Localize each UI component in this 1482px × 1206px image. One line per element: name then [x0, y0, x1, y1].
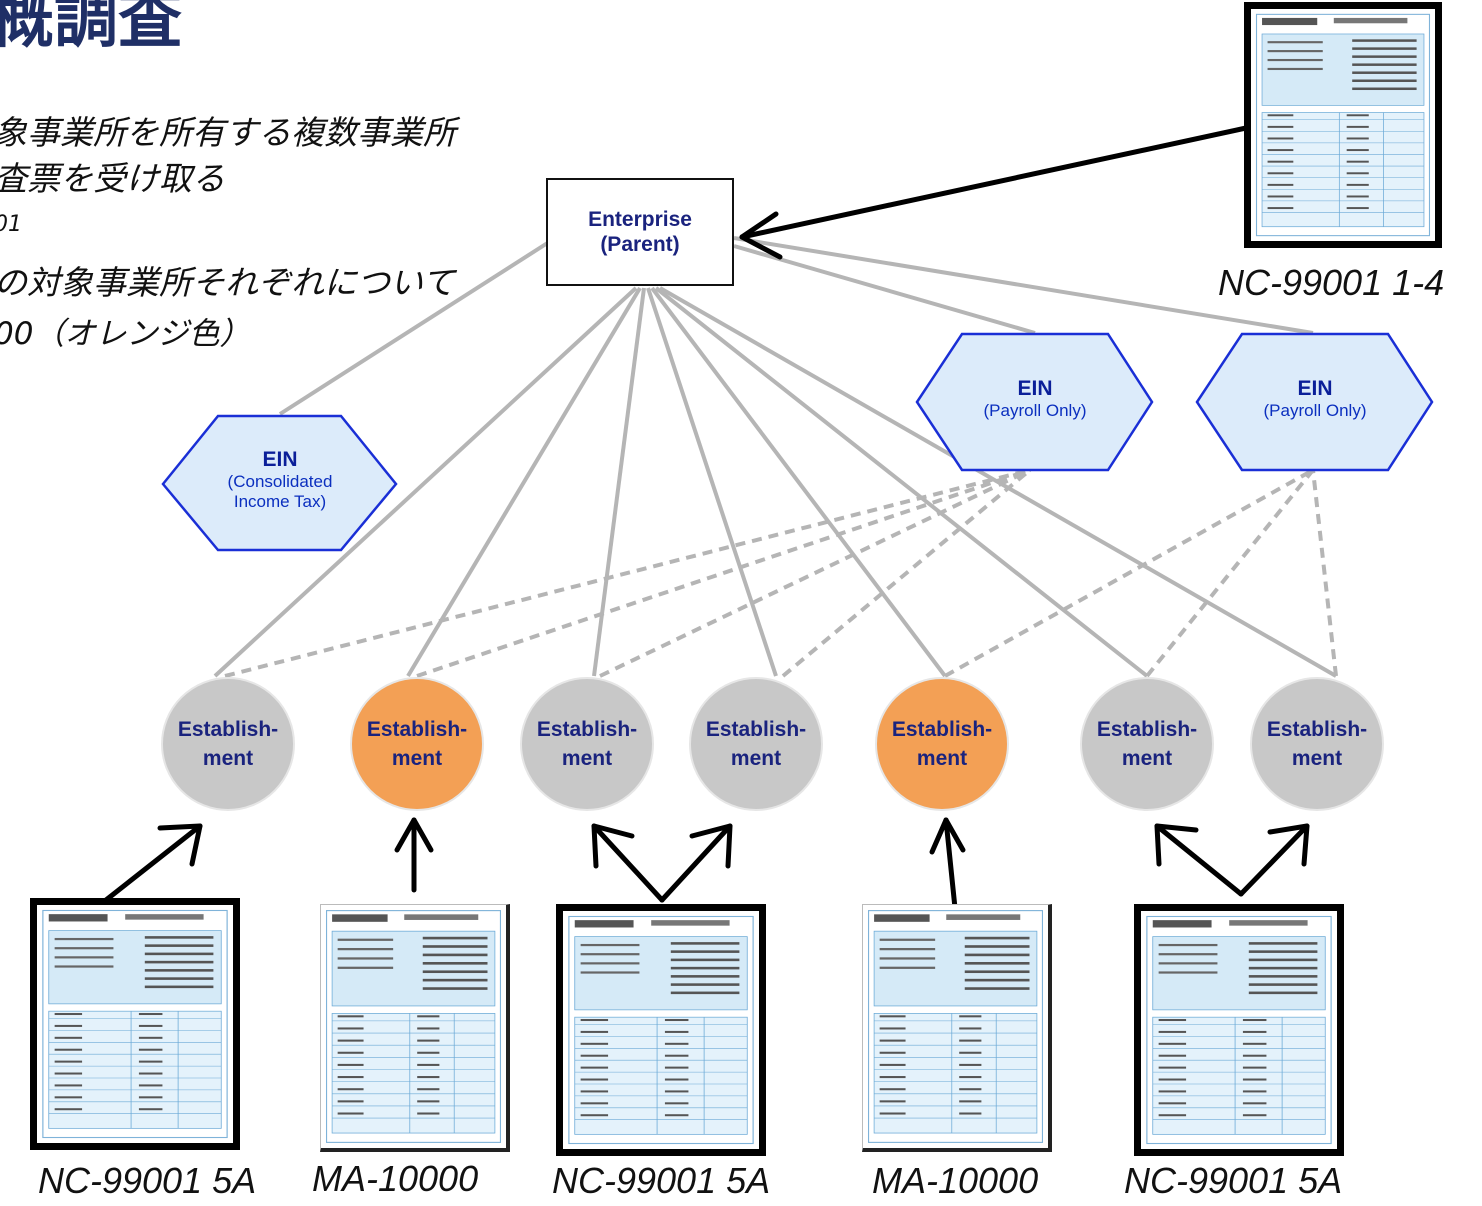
establishment-label: Establish-: [1266, 717, 1368, 741]
form-caption-5: NC-99001 5A: [1124, 1160, 1343, 1201]
connector-line: [278, 233, 562, 416]
note-line-3: 01: [0, 212, 22, 237]
arrowhead: [689, 823, 733, 869]
ein-label-consolidated: EIN (Consolidated Income Tax): [200, 448, 360, 513]
establishment-node-2: Establish- ment: [350, 677, 484, 811]
dashed-connector: [1311, 469, 1338, 677]
ein-dashed-connectors: [224, 468, 1338, 678]
establishment-label: Establish-: [366, 717, 468, 741]
establishment-node-7: Establish- ment: [1250, 677, 1384, 811]
arrowhead: [1154, 823, 1199, 867]
connector-line: [646, 287, 778, 677]
form-thumbnail-3: [556, 904, 766, 1156]
establishment-node-4: Establish- ment: [689, 677, 823, 811]
dashed-connector: [599, 468, 1031, 678]
form-thumbnail-4: [862, 904, 1052, 1152]
arrowhead: [739, 211, 783, 260]
ein-hexagon-consolidated: [161, 414, 398, 552]
dashed-connector: [1145, 468, 1315, 678]
establishment-label: Establish-: [177, 717, 279, 741]
form-image: [1146, 915, 1332, 1145]
note-line-5: 00（オレンジ色）: [0, 316, 251, 352]
ein-label-payroll-2: EIN (Payroll Only): [1235, 377, 1395, 421]
establishment-label: Establish-: [891, 717, 993, 741]
ein-title: EIN: [1297, 377, 1333, 400]
establishment-node-1: Establish- ment: [161, 677, 295, 811]
note-line-2: 査票を受け取る: [0, 159, 225, 198]
ein-subtitle: (Payroll Only): [1263, 401, 1367, 420]
form-image: [568, 915, 754, 1145]
connector-line: [654, 286, 1149, 678]
form-caption-top: NC-99001 1-4: [1218, 262, 1445, 303]
form-caption-2: MA-10000: [312, 1158, 479, 1199]
arrowhead: [394, 817, 434, 853]
ein-subtitle: (Consolidated: [227, 472, 333, 491]
note-line-1: 象事業所を所有する複数事業所: [0, 113, 456, 152]
form-image: [867, 910, 1044, 1143]
ein-hexagons: [161, 332, 1434, 552]
arrow-form1: [103, 823, 203, 903]
arrow-form5-left: [1154, 823, 1244, 897]
form-caption-3: NC-99001 5A: [552, 1160, 771, 1201]
form-thumbnail-2: [320, 904, 510, 1152]
enterprise-sublabel: (Parent): [600, 233, 680, 256]
ein-title: EIN: [262, 448, 298, 471]
connector-line: [733, 236, 1314, 335]
dashed-connector: [224, 468, 1031, 678]
arrowhead: [929, 817, 966, 855]
establishment-label: ment: [1291, 747, 1343, 770]
ein-title: EIN: [1017, 377, 1053, 400]
establishment-label: ment: [561, 747, 613, 770]
establishment-node-6: Establish- ment: [1080, 677, 1214, 811]
ein-hexagon-payroll-2: [1195, 332, 1434, 472]
form-arrows: [103, 125, 1310, 911]
establishment-node-3: Establish- ment: [520, 677, 654, 811]
ein-subtitle: (Payroll Only): [983, 401, 1087, 420]
ein-label-payroll-1: EIN (Payroll Only): [955, 377, 1115, 421]
connector-line: [406, 286, 642, 678]
establishment-label: Establish-: [536, 717, 638, 741]
arrow-form4: [943, 817, 958, 911]
note-line-4: の対象事業所それぞれについて: [0, 263, 456, 302]
arrowhead: [157, 823, 203, 867]
establishment-label: ment: [391, 747, 443, 770]
connector-line: [650, 286, 947, 678]
enterprise-box: Enterprise (Parent): [546, 178, 734, 286]
dashed-connector: [781, 468, 1032, 678]
form-thumbnail-5: [1134, 904, 1344, 1156]
arrowhead: [591, 823, 635, 869]
form-thumbnail-1: [30, 898, 240, 1150]
form-image: [1255, 13, 1431, 237]
establishment-label: Establish-: [1096, 717, 1198, 741]
ein-hexagon-payroll-1: [915, 332, 1154, 472]
establishment-label: ment: [916, 747, 968, 770]
establishment-label: Establish-: [705, 717, 807, 741]
ein-subtitle: Income Tax): [233, 492, 327, 512]
establishment-node-5: Establish- ment: [875, 677, 1009, 811]
enterprise-connectors: [213, 233, 1337, 678]
connector-line: [733, 244, 1036, 335]
arrow-form5-right: [1238, 823, 1310, 897]
arrow-form3-right: [659, 823, 733, 903]
establishment-label: ment: [1121, 747, 1173, 770]
connector-line: [213, 286, 638, 678]
arrowhead: [1267, 823, 1310, 867]
dashed-connector: [944, 468, 1314, 678]
establishment-label: ment: [202, 747, 254, 770]
connector-line: [592, 287, 646, 677]
form-image: [42, 909, 228, 1139]
establishment-label: ment: [730, 747, 782, 770]
form-caption-1: NC-99001 5A: [38, 1160, 257, 1201]
arrow-top-form-to-enterprise: [739, 125, 1249, 240]
arrow-form3-left: [591, 823, 665, 903]
dashed-connector: [416, 468, 1031, 678]
form-image: [325, 910, 502, 1143]
form-caption-4: MA-10000: [872, 1160, 1039, 1201]
form-thumbnail-top: [1244, 2, 1442, 248]
enterprise-label: Enterprise: [588, 207, 692, 231]
page-title: 概調査: [0, 0, 182, 57]
